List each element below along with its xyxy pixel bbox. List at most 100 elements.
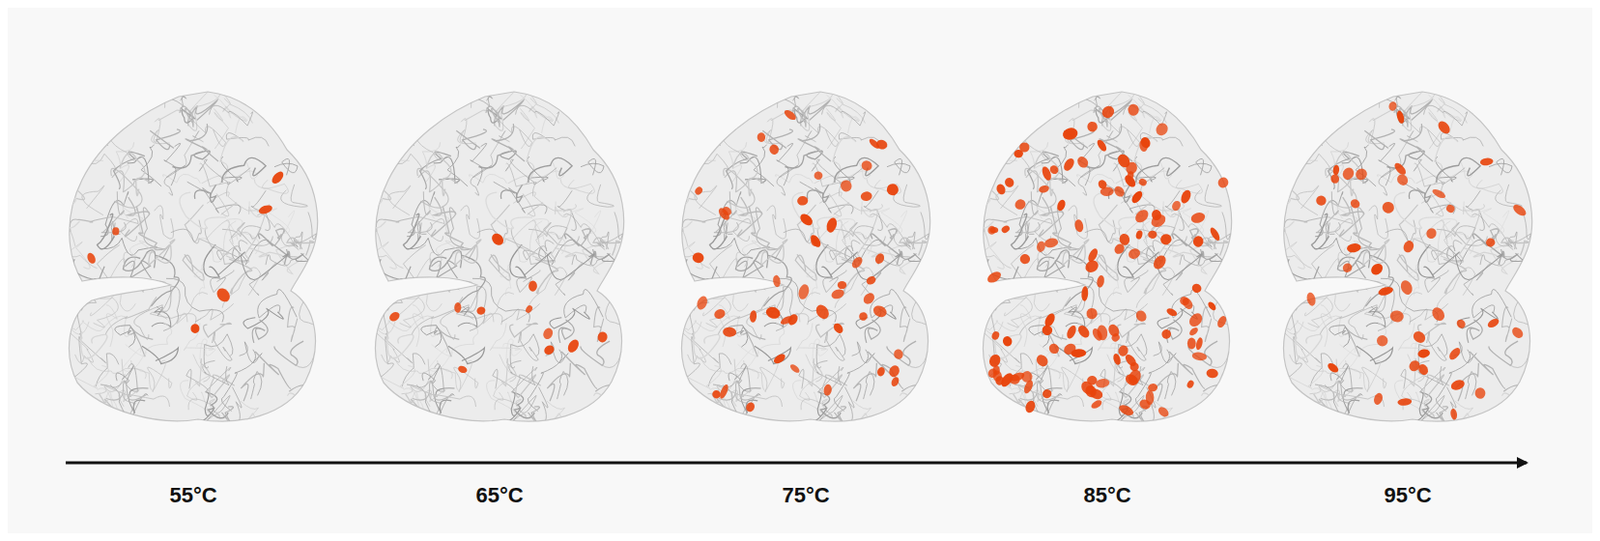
rna-strand xyxy=(561,351,598,389)
rna-strand xyxy=(240,400,259,438)
rna-strand xyxy=(734,260,764,286)
melted-site xyxy=(1099,103,1117,120)
melted-site xyxy=(1094,377,1111,389)
melted-site xyxy=(1387,100,1398,112)
rna-strand xyxy=(798,123,831,162)
rna-strand xyxy=(784,150,823,169)
melted-site xyxy=(1341,261,1354,275)
rna-strand xyxy=(286,249,317,268)
rna-strand xyxy=(1132,252,1203,281)
melted-site xyxy=(1305,291,1317,308)
melted-site xyxy=(1190,282,1203,295)
rna-strand xyxy=(72,258,105,284)
rna-strand xyxy=(515,105,560,126)
rna-strand xyxy=(144,321,172,351)
rna-strand xyxy=(257,289,298,319)
rna-strand xyxy=(1302,356,1362,379)
rna-strand xyxy=(1153,342,1177,364)
rna-strand xyxy=(864,319,881,343)
melted-site xyxy=(1191,351,1207,362)
rna-strand xyxy=(154,205,174,239)
rna-strand xyxy=(1317,384,1385,407)
rna-strand xyxy=(94,394,109,417)
rna-strand xyxy=(722,252,748,278)
rna-strand xyxy=(1336,260,1366,286)
rna-strand xyxy=(828,193,849,217)
melted-site xyxy=(524,304,535,315)
rna-strand xyxy=(595,372,644,401)
rna-strand xyxy=(400,394,415,417)
rna-strand xyxy=(1014,192,1043,237)
rna-strand xyxy=(82,99,109,147)
melted-site xyxy=(1372,392,1385,406)
melted-site xyxy=(1127,104,1140,117)
rna-strand xyxy=(1465,371,1477,400)
rna-strand xyxy=(1502,307,1513,343)
temperature-label: 55°C xyxy=(169,483,217,509)
rna-strand xyxy=(1399,130,1419,166)
rna-strand xyxy=(823,270,848,293)
melted-site xyxy=(757,132,767,143)
rna-strand xyxy=(678,229,710,268)
melted-site xyxy=(788,363,801,375)
melted-site xyxy=(859,159,874,172)
rna-strand xyxy=(101,191,126,233)
melted-site xyxy=(786,312,800,327)
rna-strand xyxy=(1440,133,1484,147)
rna-strand xyxy=(768,83,789,109)
rna-strand xyxy=(421,325,442,347)
rna-strand xyxy=(1090,292,1122,325)
melted-site xyxy=(1353,166,1371,183)
rna-strand xyxy=(195,358,210,387)
rna-strand xyxy=(460,205,481,239)
melted-site xyxy=(454,302,461,314)
melted-site xyxy=(1185,378,1196,389)
rna-strand xyxy=(1025,221,1034,241)
melted-site xyxy=(1445,203,1457,215)
rna-strand xyxy=(1501,237,1529,256)
temperature-label: 85°C xyxy=(1083,483,1131,509)
rna-strand xyxy=(746,287,787,340)
rna-strand xyxy=(251,371,262,400)
rna-strand xyxy=(1208,212,1230,244)
rna-strand xyxy=(194,264,205,296)
rna-strand xyxy=(505,159,557,185)
melted-site xyxy=(798,211,815,228)
rna-strand xyxy=(456,129,486,150)
rna-strand xyxy=(140,280,167,292)
rna-strand xyxy=(564,289,604,319)
rna-strand xyxy=(391,142,410,161)
rna-strand xyxy=(1054,280,1081,292)
rna-strand xyxy=(509,360,536,385)
rna-strand xyxy=(1356,345,1394,364)
rna-strand xyxy=(171,150,210,169)
rna-strand xyxy=(1124,270,1149,293)
ribosome-strands xyxy=(1257,83,1560,444)
rna-strand xyxy=(1455,400,1474,438)
rna-strand xyxy=(159,94,186,108)
melted-site xyxy=(1073,218,1085,233)
rna-strand xyxy=(694,185,717,216)
rna-strand xyxy=(776,166,799,197)
melted-site xyxy=(1000,224,1011,234)
rna-strand xyxy=(1286,258,1319,284)
melted-site xyxy=(1345,242,1362,254)
rna-strand xyxy=(87,356,147,379)
rna-strand xyxy=(546,400,566,438)
rna-strand xyxy=(829,240,861,260)
rna-strand xyxy=(1008,394,1023,417)
rna-strand xyxy=(81,331,108,359)
melted-site xyxy=(1076,323,1092,341)
rna-strand xyxy=(723,221,733,241)
rna-strand xyxy=(488,254,511,281)
rna-strand xyxy=(188,399,215,410)
melted-site xyxy=(1042,312,1057,329)
melted-site xyxy=(1455,317,1468,331)
rna-strand xyxy=(182,254,204,281)
melted-site xyxy=(1192,234,1205,248)
melted-site xyxy=(1064,323,1078,340)
rna-strand xyxy=(900,307,911,343)
ribosome-structure xyxy=(42,83,345,444)
melted-site xyxy=(1330,173,1340,184)
rna-strand xyxy=(185,123,219,162)
